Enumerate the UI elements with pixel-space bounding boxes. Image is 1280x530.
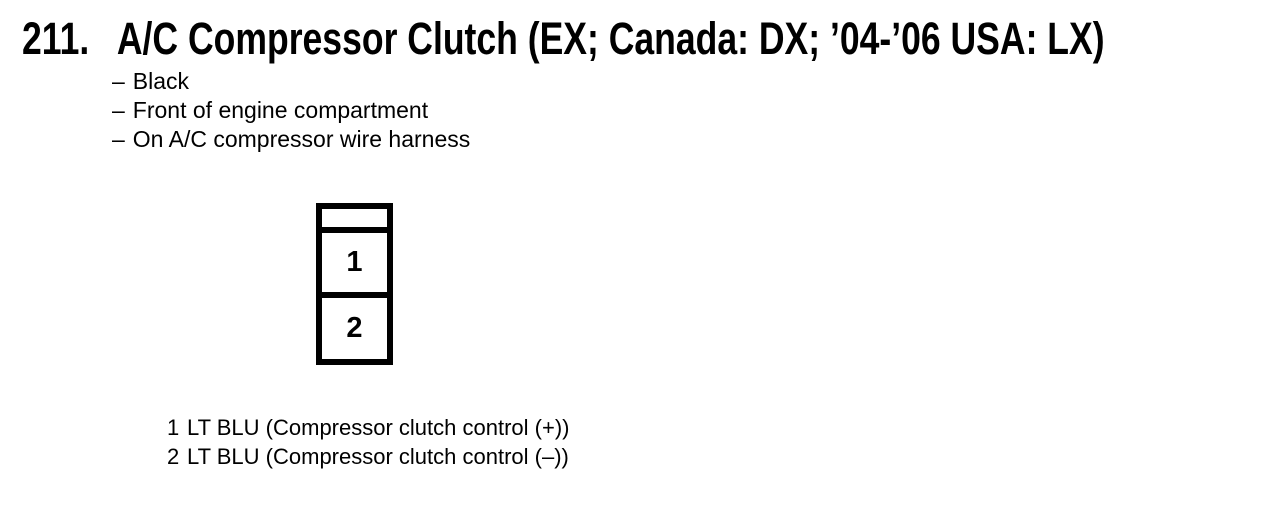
connector-cavity-2: 2 — [322, 298, 387, 359]
dash-bullet: – — [112, 126, 125, 152]
pin-number: 2 — [167, 444, 180, 469]
note-item-color: – Black — [112, 67, 470, 96]
note-item-harness: – On A/C compressor wire harness — [112, 125, 470, 154]
pin-list: 1 LT BLU (Compressor clutch control (+))… — [167, 413, 569, 471]
connector-notes-list: – Black – Front of engine compartment – … — [112, 67, 470, 154]
pin-description: LT BLU (Compressor clutch control (–)) — [187, 444, 569, 469]
dash-bullet: – — [112, 97, 125, 123]
connector-diagram: 1 2 — [316, 203, 393, 365]
cavity-number-2: 2 — [346, 312, 363, 344]
note-item-location: – Front of engine compartment — [112, 96, 470, 125]
pin-row-1: 1 LT BLU (Compressor clutch control (+)) — [167, 413, 569, 442]
note-text: Black — [132, 68, 190, 94]
cavity-number-1: 1 — [346, 246, 363, 278]
page-title: A/C Compressor Clutch (EX; Canada: DX; ’… — [116, 13, 1105, 64]
pin-description: LT BLU (Compressor clutch control (+)) — [187, 415, 570, 440]
pin-row-2: 2 LT BLU (Compressor clutch control (–)) — [167, 442, 569, 471]
dash-bullet: – — [112, 68, 125, 94]
connector-cavity-1: 1 — [322, 233, 387, 298]
entry-number: 211. — [22, 13, 90, 64]
note-text: Front of engine compartment — [132, 97, 429, 123]
pin-number: 1 — [167, 415, 180, 440]
note-text: On A/C compressor wire harness — [132, 126, 471, 152]
connector-lock-tab — [322, 209, 387, 233]
entry-header: 211. A/C Compressor Clutch (EX; Canada: … — [22, 12, 1105, 66]
